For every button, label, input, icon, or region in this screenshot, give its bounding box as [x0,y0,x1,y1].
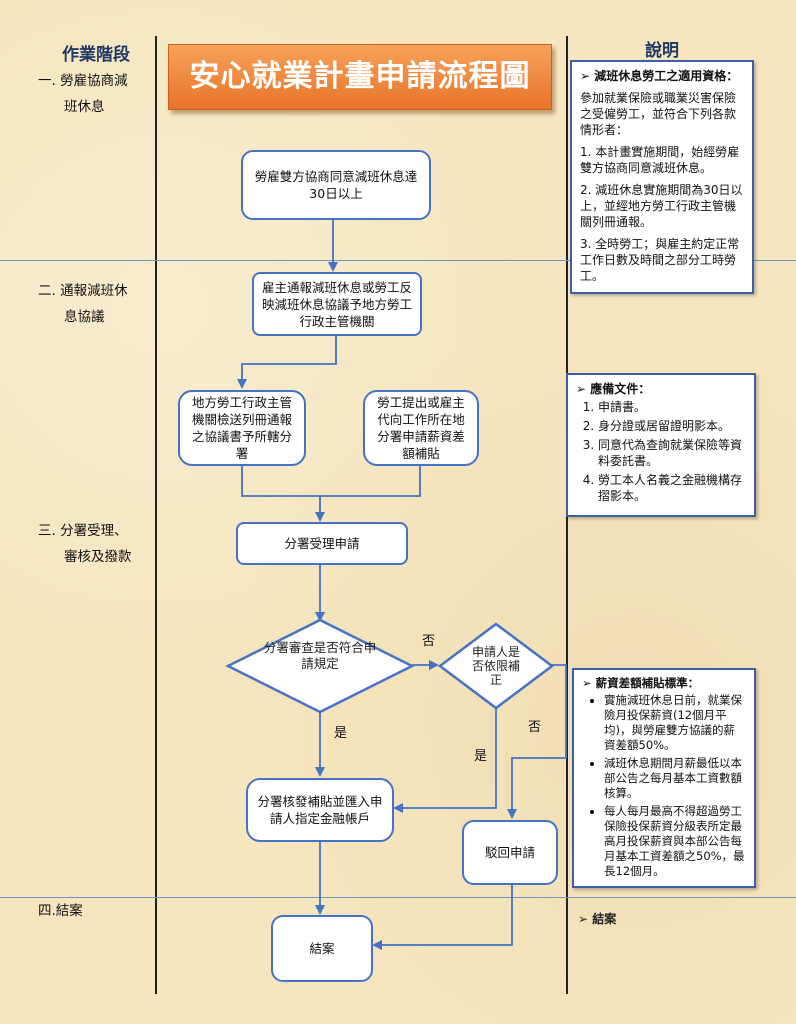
note-closing-title: 結案 [592,912,617,926]
stage-4-line1: 四.結案 [38,903,83,919]
note-eligibility-item: 3. 全時勞工；與雇主約定正常工作日數及時間之部分工時勞工。 [580,237,740,283]
note-eligibility: ➢ 減班休息勞工之適用資格： 參加就業保險或職業災害保險之受僱勞工，並符合下列各… [570,60,754,294]
label-review-no: 否 [422,634,436,649]
node-pay: 分署核發補貼並匯入申請人指定金融帳戶 [246,778,394,842]
note-documents: ➢ 應備文件： 申請書。 身分證或居留證明影本。 同意代為查詢就業保險等資料委託… [566,373,756,517]
label-correct-yes: 是 [474,749,488,764]
note-subsidy-item: 每人每月最高不得超過勞工保險投保薪資分級表所定最高月投保薪資與本部公告每月基本工… [604,804,746,879]
node-correct: 申請人是否依限補正 [471,645,520,687]
correct-diamond [437,622,555,710]
arrow-notify-to-local-gov [237,336,337,389]
stage-3-line1: 三. 分署受理、 [38,523,128,539]
stage-column-divider [155,36,157,994]
stage-divider-2 [0,897,796,898]
arrow-reject-to-close [372,885,513,950]
label-correct-no: 否 [528,720,542,735]
arrow-bullet-icon: ➢ [578,912,593,926]
stage-2-line1: 二. 通報減班休 [38,283,128,299]
note-closing: ➢ 結案 [578,910,616,927]
note-subsidy-item: 減班休息期間月薪最低以本部公告之每月基本工資數額核算。 [604,756,746,801]
note-eligibility-item: 2. 減班休息實施期間為30日以上，並經地方勞工行政主管機關列冊通報。 [580,183,743,229]
arrow-local-gov-to-accept [241,466,325,522]
note-documents-title: ➢ 應備文件： [576,382,651,396]
note-documents-item: 勞工本人名義之金融機構存摺影本。 [598,472,746,504]
label-review-yes: 是 [334,726,348,741]
note-documents-item: 身分證或居留證明影本。 [598,418,746,434]
note-eligibility-intro: 參加就業保險或職業災害保險之受僱勞工，並符合下列各款情形者： [580,91,737,137]
stage-1-line1: 一. 勞雇協商減 [38,73,128,89]
stage-3-line2: 審核及撥款 [64,549,132,565]
note-eligibility-item: 1. 本計畫實施期間，始經勞雇雙方協商同意減班休息。 [580,145,740,175]
stage-1-line2: 班休息 [64,99,105,115]
arrow-bullet-icon: ➢ [576,382,591,396]
node-notify: 雇主通報減班休息或勞工反映減班休息協議予地方勞工行政主管機關 [252,272,422,336]
node-local-gov: 地方勞工行政主管機關檢送列冊通報之協議書予所轄分署 [178,390,306,466]
node-accept: 分署受理申請 [236,522,408,565]
arrow-bullet-icon: ➢ [582,676,596,690]
description-column-title: 說明 [645,41,679,61]
note-documents-item: 申請書。 [598,399,746,415]
note-subsidy-item: 實施減班休息日前，就業保險月投保薪資(12個月平均)，與勞雇雙方協議的薪資差額5… [604,693,746,753]
node-reject: 駁回申請 [462,820,558,885]
node-close: 結案 [271,915,373,982]
note-eligibility-title: ➢ 減班休息勞工之適用資格： [580,69,739,83]
review-diamond [225,618,415,714]
stage-2-label: 二. 通報減班休 息協議 [38,278,128,330]
arrow-correct-no-to-reject [507,664,567,819]
note-subsidy-title: ➢ 薪資差額補貼標準： [582,676,700,690]
node-worker-apply: 勞工提出或雇主代向工作所在地分署申請薪資差額補貼 [363,390,479,466]
note-documents-item: 同意代為查詢就業保險等資料委託書。 [598,437,746,469]
stage-1-label: 一. 勞雇協商減 班休息 [38,68,128,120]
stage-column-title: 作業階段 [62,45,130,65]
stage-2-line2: 息協議 [64,309,105,325]
stage-3-label: 三. 分署受理、 審核及撥款 [38,518,132,570]
arrow-correct-yes-to-pay [393,707,497,813]
stage-4-label: 四.結案 [38,898,83,924]
stage-divider-1 [0,260,796,261]
arrow-worker-to-accept [320,466,421,497]
note-subsidy: ➢ 薪資差額補貼標準： 實施減班休息日前，就業保險月投保薪資(12個月平均)，與… [572,668,756,888]
node-review: 分署審查是否符合申請規定 [263,640,377,671]
page-title: 安心就業計畫申請流程圖 [168,44,552,110]
node-negotiate: 勞雇雙方協商同意減班休息達30日以上 [241,150,431,220]
arrow-bullet-icon: ➢ [580,69,595,83]
